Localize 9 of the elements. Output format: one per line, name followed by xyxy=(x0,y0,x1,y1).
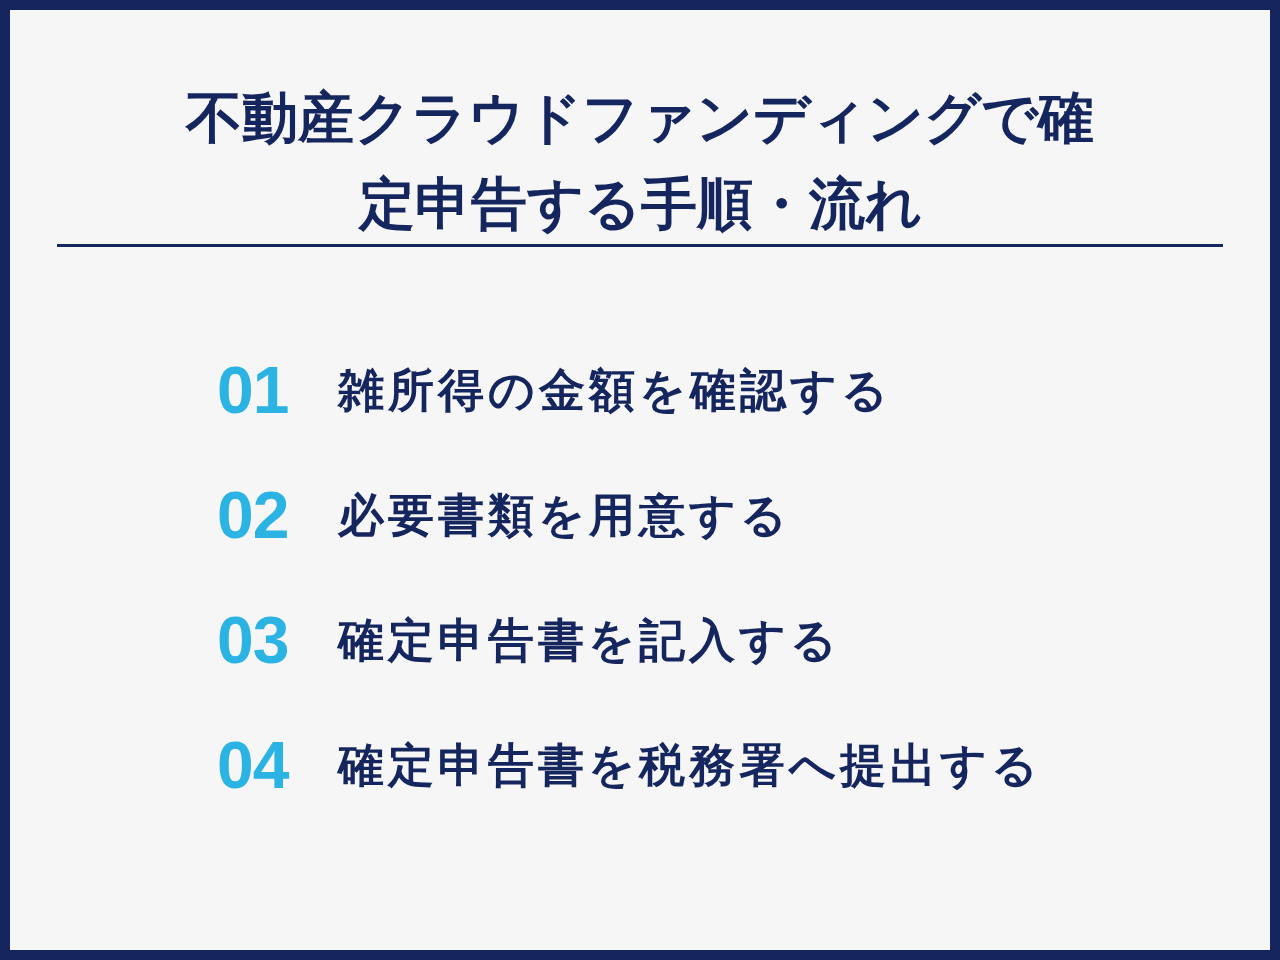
step-text: 雑所得の金額を確認する xyxy=(338,362,892,419)
step-number: 04 xyxy=(217,730,289,800)
step-text: 確定申告書を税務署へ提出する xyxy=(338,737,1042,794)
title: 不動産クラウドファンディングで確定申告する手順・流れ xyxy=(184,84,1095,238)
step-text: 確定申告書を記入する xyxy=(338,612,841,669)
step-number: 03 xyxy=(217,605,289,675)
step-text: 必要書類を用意する xyxy=(338,487,791,544)
step-number: 01 xyxy=(217,355,289,425)
step-number: 02 xyxy=(217,480,289,550)
